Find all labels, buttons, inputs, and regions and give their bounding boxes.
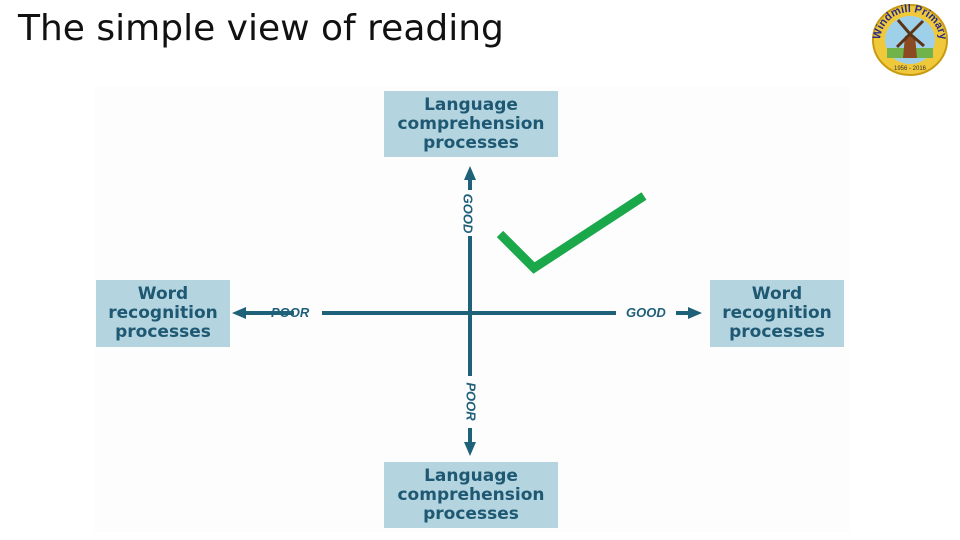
slide-title: The simple view of reading bbox=[18, 8, 504, 49]
axes bbox=[232, 166, 702, 456]
arrow-up-icon bbox=[464, 166, 476, 180]
school-logo: Windmill Primary 1956 - 2016 bbox=[871, 3, 949, 76]
right-box: Word recognition processes bbox=[710, 280, 844, 347]
top-box: Language comprehension processes bbox=[384, 91, 558, 157]
arrow-down-icon bbox=[464, 442, 476, 456]
check-mark-icon bbox=[496, 192, 647, 274]
simple-view-diagram: Language comprehension processes Languag… bbox=[94, 86, 850, 532]
arrow-left-icon bbox=[232, 307, 246, 319]
bottom-box: Language comprehension processes bbox=[384, 462, 558, 528]
axis-label-right: GOOD bbox=[626, 305, 666, 320]
left-box: Word recognition processes bbox=[96, 280, 230, 347]
axis-label-left: POOR bbox=[271, 305, 310, 320]
svg-text:1956 - 2016: 1956 - 2016 bbox=[894, 66, 927, 72]
axis-label-down: POOR bbox=[463, 382, 479, 421]
arrow-right-icon bbox=[688, 307, 702, 319]
axis-label-up: GOOD bbox=[460, 193, 476, 234]
